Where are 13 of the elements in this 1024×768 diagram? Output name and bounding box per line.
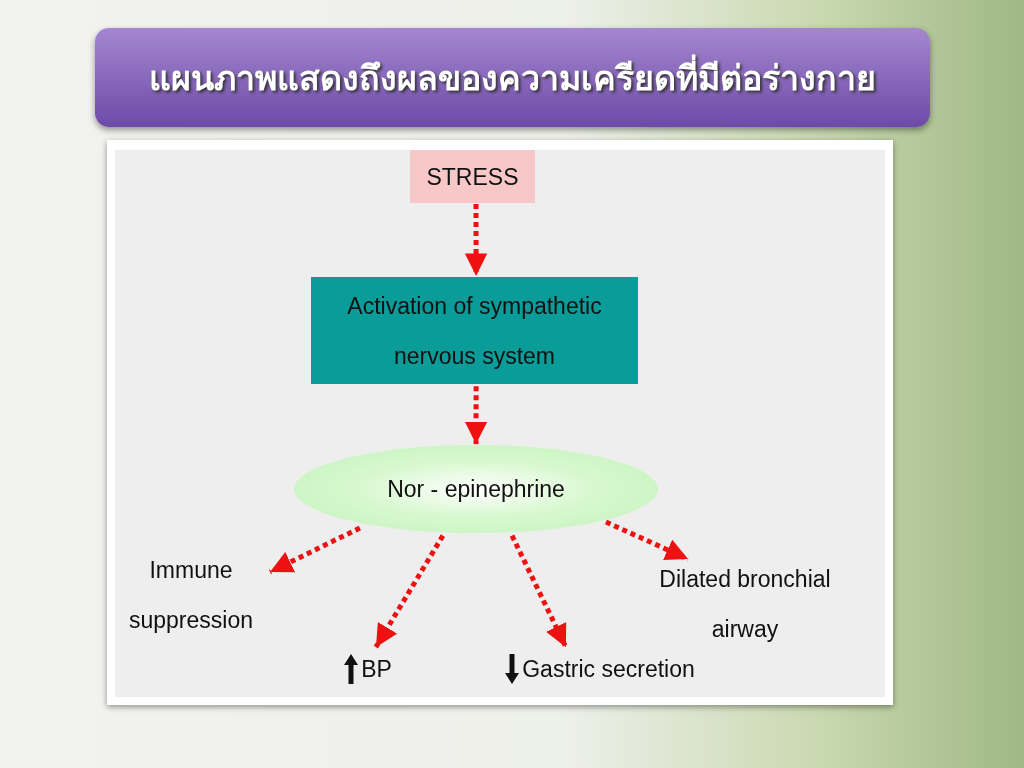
- arrow: [268, 525, 361, 575]
- arrow: [464, 204, 488, 276]
- process-box: Activation of sympathetic nervous system: [311, 277, 638, 384]
- title-banner: แผนภาพแสดงถึงผลของความเครียดที่มีต่อร่างกาย: [95, 28, 930, 127]
- effect-text: Immune suppression: [115, 548, 267, 642]
- effect-text: BP: [332, 648, 404, 690]
- arrow: [509, 534, 569, 649]
- start-box: STRESS: [410, 150, 535, 203]
- arrow: [373, 534, 445, 649]
- effect-text: Gastric secretion: [484, 648, 716, 690]
- arrow: [464, 386, 488, 445]
- effect-text: Dilated bronchial airway: [638, 560, 852, 648]
- arrow: [604, 519, 690, 562]
